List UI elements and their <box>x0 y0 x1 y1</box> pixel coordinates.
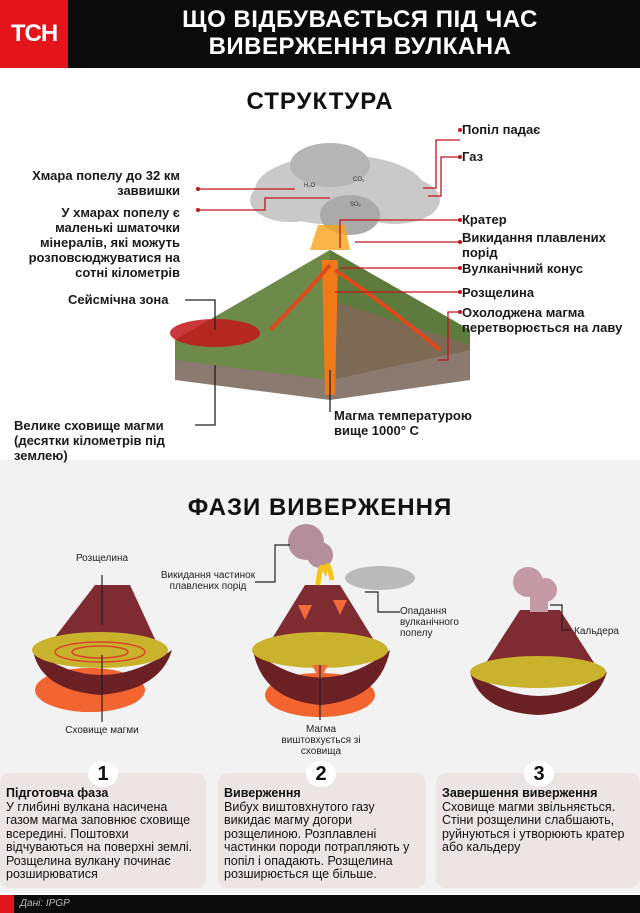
phase-card-3: 3 Завершення виверження Сховище магми зв… <box>436 761 640 888</box>
phase-card-title: Завершення виверження <box>442 786 598 800</box>
label-cooled-magma: Охолоджена магма перетворюється на лаву <box>462 305 623 335</box>
phase-label-ash-fall: Опадання вулканічного попелу <box>400 606 459 639</box>
label-minerals: У хмарах попелу є маленькі шматочки міне… <box>28 205 180 280</box>
structure-heading: СТРУКТУРА <box>246 88 394 115</box>
label-cone: Вулканічний конус <box>462 261 584 276</box>
phase-card-text: Вибух виштовхнутого газу викидає магму д… <box>224 799 410 881</box>
magma-conduit <box>322 260 338 395</box>
phase-card-2: 2 Виверження Вибух виштовхнутого газу ви… <box>218 761 426 888</box>
phase-number: 2 <box>306 761 336 787</box>
label-ejection: Викидання плавлених порід <box>462 230 606 260</box>
phases-heading: ФАЗИ ВИВЕРЖЕННЯ <box>187 494 453 521</box>
seismic-zone <box>170 319 260 347</box>
so2-label: SO₂ <box>350 202 362 208</box>
phase-1-illustration <box>32 585 172 712</box>
phase-number: 3 <box>524 761 554 787</box>
label-crater: Кратер <box>462 212 507 227</box>
phase-label-reservoir: Сховище магми <box>65 725 139 736</box>
phase-label-fissure: Розщелина <box>75 553 129 564</box>
title-line: ВИВЕРЖЕННЯ ВУЛКАНА <box>208 33 512 60</box>
phase-label-ejection: Викидання частинок плавлених порід <box>160 570 256 592</box>
phase-card-title: Виверження <box>224 786 301 800</box>
footer-accent <box>0 895 14 913</box>
phase-3-illustration <box>470 567 607 715</box>
label-gas: Газ <box>462 149 484 164</box>
phase-number: 1 <box>88 761 118 787</box>
ground-layers <box>175 350 470 400</box>
h2o-label: H₂O <box>304 183 316 189</box>
label-ash-falls: Попіл падає <box>462 122 541 137</box>
title-line: ЩО ВІДБУВАЄТЬСЯ ПІД ЧАС <box>182 6 538 33</box>
tsn-logo: ТСН <box>0 0 68 68</box>
phase-card-title: Підготовча фаза <box>6 786 109 800</box>
source-note: Дані: IPGP <box>20 898 70 909</box>
co2-label: CO₂ <box>353 177 365 183</box>
label-fissure: Розщелина <box>462 285 535 300</box>
phase-2-illustration <box>252 524 415 717</box>
phase-label-magma-pushed: Магма виштовхується зі сховища <box>281 724 361 757</box>
lava-flows <box>268 263 442 352</box>
eruption-fire <box>310 225 350 250</box>
footer: Дані: IPGP <box>0 895 640 913</box>
phase-card-1: 1 Підготовча фаза У глибині вулкана наси… <box>0 761 206 888</box>
label-magma-reservoir: Велике сховище магми (десятки кілометрів… <box>14 418 165 463</box>
phase-card-text: Сховище магми звільняється. Стіни розщел… <box>442 799 625 854</box>
label-seismic-zone: Сейсмічна зона <box>68 292 169 307</box>
phase-label-caldera: Кальдера <box>574 626 619 637</box>
leader-lines <box>198 139 460 361</box>
label-ash-cloud: Хмара попелу до 32 км заввишки <box>32 168 180 198</box>
phase-card-text: У глибині вулкана насичена газом магма з… <box>6 799 193 881</box>
main-volcano-illustration <box>170 143 470 400</box>
label-magma-temperature: Магма температурою вище 1000° C <box>334 408 472 438</box>
